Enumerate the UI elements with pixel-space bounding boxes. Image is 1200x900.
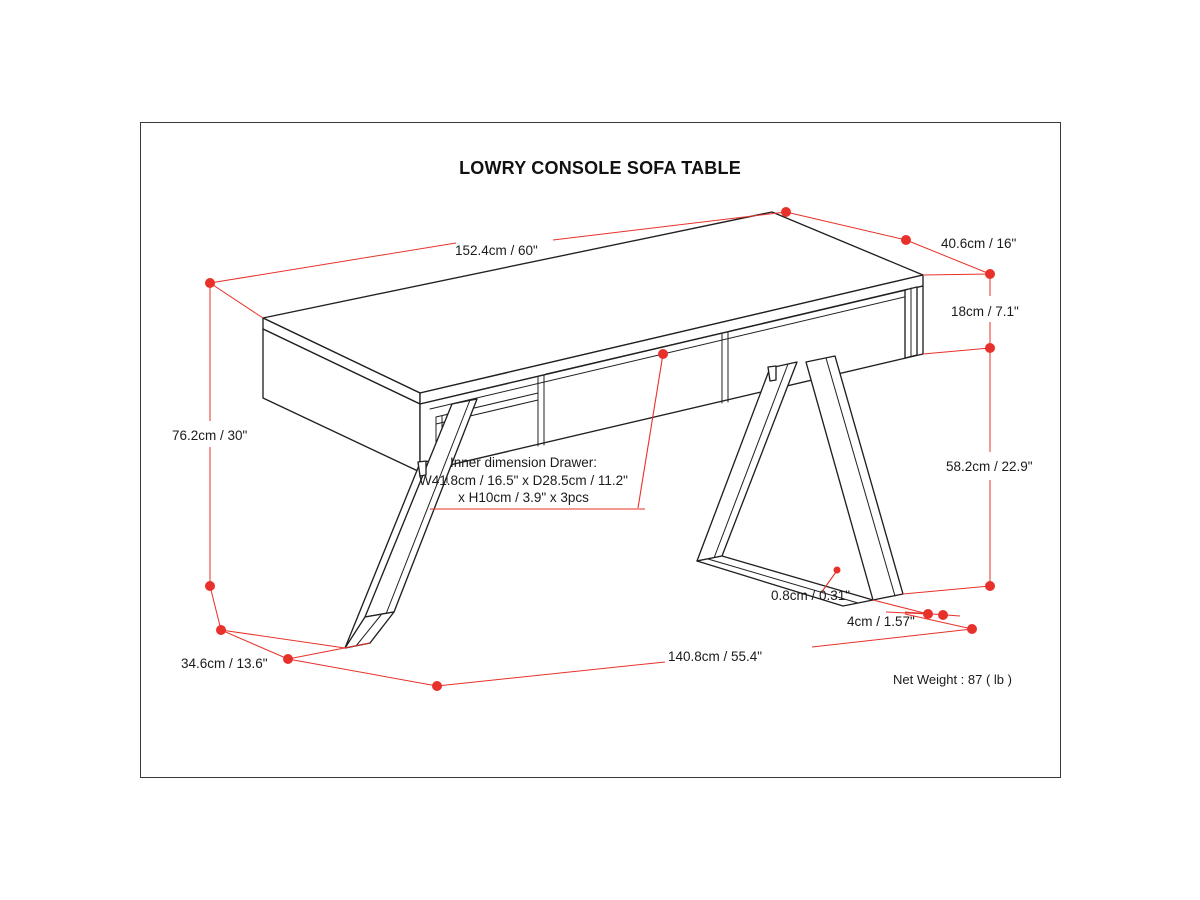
dim-label-total-height: 76.2cm / 30" <box>172 428 248 443</box>
dim-label-apron-height: 18cm / 7.1" <box>951 304 1019 319</box>
dim-label-width-top: 152.4cm / 60" <box>455 243 538 258</box>
page-title: LOWRY CONSOLE SOFA TABLE <box>459 158 741 178</box>
net-weight-label: Net Weight : 87 ( lb ) <box>893 672 1012 687</box>
dim-label-foot-span: 140.8cm / 55.4" <box>668 649 763 664</box>
dim-label-foot-width: 4cm / 1.57" <box>847 614 915 629</box>
dim-label-leg-height: 58.2cm / 22.9" <box>946 459 1033 474</box>
dim-label-depth-top: 40.6cm / 16" <box>941 236 1017 251</box>
drawer-inner-dimension-note: Inner dimension Drawer: W41.8cm / 16.5" … <box>411 454 636 507</box>
dim-label-foot-depth: 34.6cm / 13.6" <box>181 656 268 671</box>
drawer-note-line-3: x H10cm / 3.9" x 3pcs <box>458 490 589 505</box>
dim-label-leg-thickness: 0.8cm / 0.31" <box>771 588 851 603</box>
drawer-note-line-2: W41.8cm / 16.5" x D28.5cm / 11.2" <box>419 472 628 488</box>
drawer-note-line-1: Inner dimension Drawer: <box>449 455 598 470</box>
